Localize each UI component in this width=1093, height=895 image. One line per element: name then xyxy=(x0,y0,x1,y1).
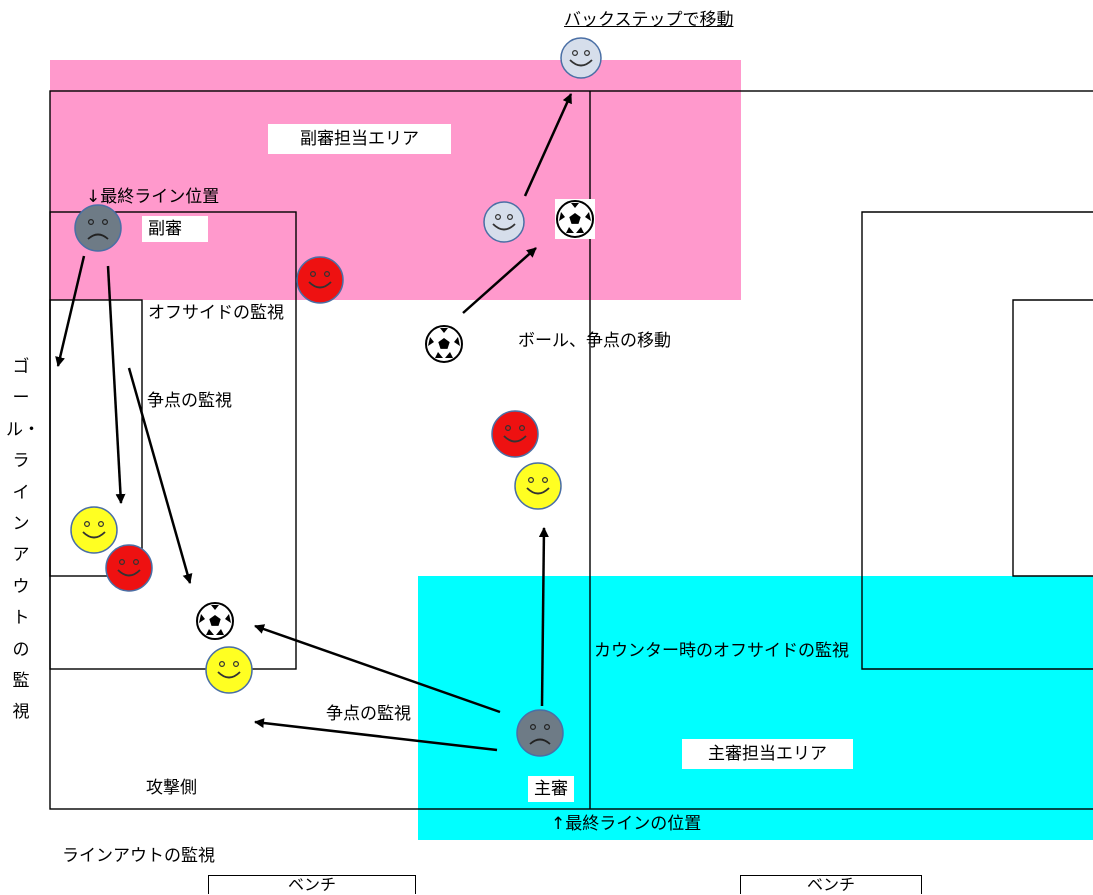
smiley-face-icon xyxy=(205,646,253,694)
dispute-watch-left-label: 争点の監視 xyxy=(147,391,232,411)
smiley-face-icon xyxy=(105,544,153,592)
arrow-dispute-left xyxy=(127,367,193,584)
backstep-label: バックステップで移動 xyxy=(564,10,734,30)
arrow-backstep xyxy=(523,93,573,197)
last-line-position-assistant-label: ↓最終ライン位置 xyxy=(86,187,220,207)
last-line-position-referee-label: ↑最終ラインの位置 xyxy=(551,814,702,834)
soccer-ball-icon xyxy=(424,324,464,364)
dispute-watch-bottom-label: 争点の監視 xyxy=(326,704,411,724)
faces xyxy=(70,37,602,757)
bench-left: ベンチ xyxy=(208,875,416,894)
arrow-referee-ball xyxy=(254,624,501,714)
main-area-label: 主審担当エリア xyxy=(682,739,853,769)
bench-right: ベンチ xyxy=(740,875,922,894)
lineout-watch-label: ラインアウトの監視 xyxy=(62,846,215,866)
smiley-face-icon xyxy=(296,256,344,304)
frowning-face-icon xyxy=(74,204,122,252)
assistant-referee-area xyxy=(50,60,741,300)
soccer-ball-icon xyxy=(555,199,595,239)
referee-label: 主審 xyxy=(528,776,574,802)
assistant-area-label: 副審担当エリア xyxy=(268,124,451,154)
arrow-referee-left xyxy=(254,718,498,752)
balls xyxy=(195,199,595,641)
goal-lineout-watch-label: ゴール・ラインアウトの監視 xyxy=(6,357,40,723)
smiley-face-icon xyxy=(70,506,118,554)
movement-arrows xyxy=(55,93,573,752)
arrow-ball-move xyxy=(462,247,537,314)
smiley-face-icon xyxy=(483,201,525,243)
right-penalty-area xyxy=(861,211,1093,670)
frowning-face-icon xyxy=(516,709,564,757)
smiley-face-icon xyxy=(491,410,539,458)
attacking-side-label: 攻撃側 xyxy=(146,778,197,798)
counter-offside-watch-label: カウンター時のオフサイドの監視 xyxy=(594,641,849,661)
left-goal-area xyxy=(49,299,143,577)
ball-move-label: ボール、争点の移動 xyxy=(518,331,671,351)
smiley-face-icon xyxy=(560,37,602,79)
arrow-referee-up xyxy=(538,527,549,707)
soccer-ball-icon xyxy=(195,601,235,641)
arrow-assistant-goal xyxy=(55,255,86,367)
offside-watch-label: オフサイドの監視 xyxy=(148,303,284,323)
arrow-assistant-down xyxy=(106,265,126,504)
main-referee-area xyxy=(418,576,1093,840)
right-goal-area xyxy=(1012,299,1093,577)
smiley-face-icon xyxy=(514,462,562,510)
assistant-referee-label: 副審 xyxy=(142,216,208,242)
